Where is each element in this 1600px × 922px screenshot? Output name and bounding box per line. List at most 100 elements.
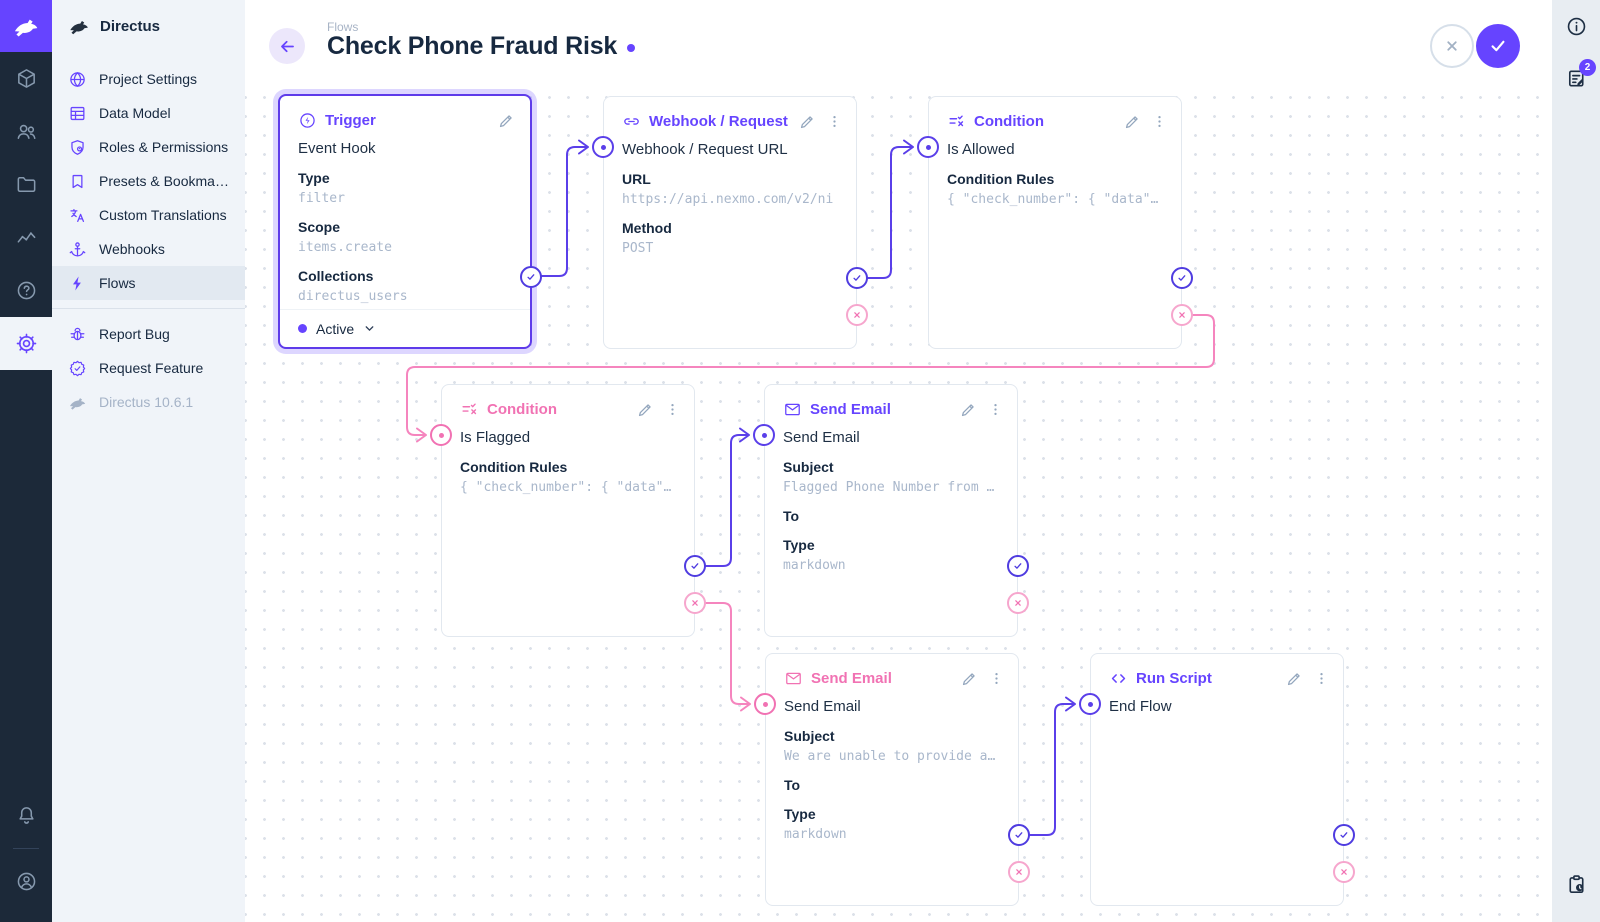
sidebar-item-custom-translations[interactable]: Custom Translations [52, 198, 245, 232]
operation-name: Webhook / Request URL [622, 141, 788, 158]
field-value: items.create [298, 240, 392, 255]
help-icon[interactable] [0, 264, 52, 317]
check-icon [1340, 832, 1348, 838]
bug-icon [70, 327, 85, 340]
reject-connector[interactable] [1171, 304, 1193, 326]
more-menu-icon[interactable] [1314, 671, 1329, 686]
resolve-connector[interactable] [1171, 267, 1193, 289]
flow-card-run-script[interactable]: Run Script End Flow [1079, 653, 1355, 906]
notices-count-badge: 2 [1579, 59, 1596, 76]
rabbit-icon [69, 397, 86, 410]
flow-card-email-flagged[interactable]: Send Email Send Email Subject Flagged Ph… [753, 384, 1029, 637]
card-title: Send Email [810, 400, 891, 418]
notices-sidebar-button[interactable]: 2 [1552, 52, 1600, 104]
input-connector[interactable] [592, 136, 614, 158]
more-menu-icon[interactable] [1152, 114, 1167, 129]
content-module-icon[interactable] [0, 52, 52, 105]
flow-card-trigger[interactable]: Trigger Event Hook Type filter Scope ite… [278, 94, 542, 349]
save-button[interactable] [1476, 24, 1520, 68]
edit-icon[interactable] [1123, 112, 1142, 131]
sidebar-item-webhooks[interactable]: Webhooks [52, 232, 245, 266]
reject-connector[interactable] [684, 592, 706, 614]
translate-icon [70, 208, 85, 222]
field-label: Subject [783, 459, 834, 475]
input-connector[interactable] [917, 136, 939, 158]
resolve-connector[interactable] [684, 555, 706, 577]
account-icon[interactable] [0, 855, 52, 908]
insights-module-icon[interactable] [0, 211, 52, 264]
resolve-connector[interactable] [1008, 824, 1030, 846]
input-connector[interactable] [1079, 693, 1101, 715]
sidebar-item-label: Request Feature [99, 360, 204, 376]
more-menu-icon[interactable] [827, 114, 842, 129]
field-label: To [783, 508, 800, 524]
close-icon [1447, 41, 1457, 51]
back-button[interactable] [269, 28, 305, 64]
x-icon [1341, 869, 1347, 875]
logs-sidebar-button[interactable] [1552, 858, 1600, 910]
field-label: Condition Rules [947, 171, 1055, 187]
project-switcher[interactable]: Directus [52, 0, 245, 52]
flow-card-email-unable[interactable]: Send Email Send Email Subject We are una… [754, 653, 1030, 906]
edit-icon[interactable] [959, 400, 978, 419]
input-connector[interactable] [753, 424, 775, 446]
sidebar-item-flows[interactable]: Flows [52, 266, 245, 300]
more-menu-icon[interactable] [989, 671, 1004, 686]
check-icon [1491, 40, 1505, 52]
x-icon [854, 312, 860, 318]
more-menu-icon[interactable] [988, 402, 1003, 417]
input-connector[interactable] [430, 424, 452, 446]
field-value: markdown [783, 558, 846, 573]
page-header: Flows Check Phone Fraud Risk [245, 0, 1552, 85]
reject-connector[interactable] [1007, 592, 1029, 614]
field-label: Method [622, 220, 672, 236]
version-label: Directus 10.6.1 [99, 394, 194, 410]
field-value: { "check_number": { "data"… [947, 192, 1159, 207]
resolve-connector[interactable] [846, 267, 868, 289]
notifications-bell-icon[interactable] [0, 789, 52, 842]
reject-connector[interactable] [846, 304, 868, 326]
settings-module-icon[interactable] [0, 317, 52, 370]
sidebar-item-roles-permissions[interactable]: Roles & Permissions [52, 130, 245, 164]
input-connector[interactable] [754, 693, 776, 715]
operation-name: End Flow [1109, 698, 1172, 715]
resolve-connector[interactable] [520, 266, 542, 288]
edit-icon[interactable] [636, 400, 655, 419]
flow-canvas[interactable]: Trigger Event Hook Type filter Scope ite… [245, 0, 1552, 922]
sidebar-item-presets-bookmarks[interactable]: Presets & Bookmar... [52, 164, 245, 198]
sidebar-item-project-settings[interactable]: Project Settings [52, 62, 245, 96]
reject-connector[interactable] [1008, 861, 1030, 883]
discard-changes-button[interactable] [1430, 24, 1474, 68]
nav-list: Project Settings Data Model Roles & Perm… [52, 62, 245, 419]
field-value: Flagged Phone Number from … [783, 480, 995, 495]
directus-logo[interactable] [0, 0, 52, 52]
info-sidebar-button[interactable] [1552, 0, 1600, 52]
flow-card-condition-allowed[interactable]: Condition Is Allowed Condition Rules { "… [917, 96, 1193, 349]
resolve-connector[interactable] [1007, 555, 1029, 577]
sidebar-item-data-model[interactable]: Data Model [52, 96, 245, 130]
edit-icon[interactable] [1285, 669, 1304, 688]
rail-divider [13, 848, 39, 849]
status-dot [298, 324, 307, 333]
code-icon [1111, 673, 1126, 683]
files-module-icon[interactable] [0, 158, 52, 211]
breadcrumb[interactable]: Flows [327, 20, 359, 34]
field-value: markdown [784, 827, 847, 842]
users-module-icon[interactable] [0, 105, 52, 158]
sidebar-item-request-feature[interactable]: Request Feature [52, 351, 245, 385]
condition-icon [949, 114, 964, 126]
edit-icon[interactable] [960, 669, 979, 688]
trigger-bolt-icon [300, 112, 315, 128]
more-menu-icon[interactable] [665, 402, 680, 417]
card-title: Send Email [811, 669, 892, 687]
reject-connector[interactable] [1333, 861, 1355, 883]
edit-icon[interactable] [497, 111, 516, 130]
flow-card-webhook[interactable]: Webhook / Request URL Webhook / Request … [592, 96, 868, 349]
flow-card-condition-flagged[interactable]: Condition Is Flagged Condition Rules { "… [430, 384, 706, 637]
resolve-connector[interactable] [1333, 824, 1355, 846]
edit-icon[interactable] [798, 112, 817, 131]
flow-status-dropdown[interactable]: Active [280, 309, 530, 347]
operation-name: Send Email [783, 429, 860, 446]
sidebar-item-report-bug[interactable]: Report Bug [52, 317, 245, 351]
x-icon [1016, 869, 1022, 875]
